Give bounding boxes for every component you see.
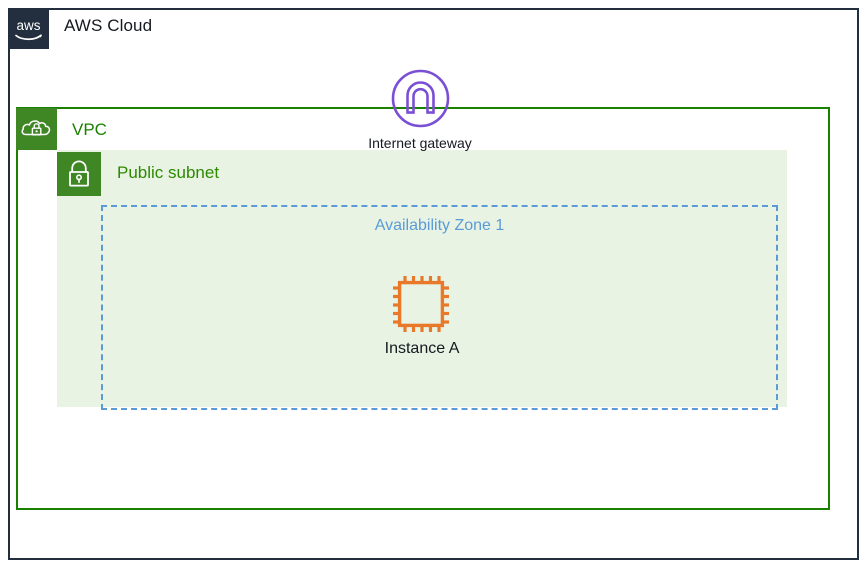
availability-zone-label: Availability Zone 1 — [374, 217, 505, 234]
instance-label: Instance A — [384, 340, 460, 357]
availability-zone-boundary — [101, 205, 778, 410]
svg-text:aws: aws — [16, 18, 40, 33]
internet-gateway-glyph — [391, 69, 450, 128]
chip-glyph — [393, 276, 449, 332]
aws-cloud-boundary — [8, 8, 859, 560]
subnet-padlock-icon — [57, 152, 101, 196]
aws-logo-glyph: aws — [15, 18, 42, 41]
vpc-cloud-lock-icon — [16, 108, 57, 150]
internet-gateway-label: Internet gateway — [368, 135, 472, 151]
padlock-glyph — [69, 160, 89, 187]
ec2-instance-chip-icon — [391, 274, 451, 334]
vpc-boundary — [16, 107, 830, 510]
vpc-label: VPC — [72, 120, 107, 139]
aws-cloud-title: AWS Cloud — [64, 16, 153, 35]
aws-logo-icon: aws — [8, 8, 49, 49]
public-subnet-label: Public subnet — [117, 163, 220, 182]
internet-gateway-icon — [391, 69, 450, 128]
vpc-icon-glyph — [21, 120, 51, 136]
